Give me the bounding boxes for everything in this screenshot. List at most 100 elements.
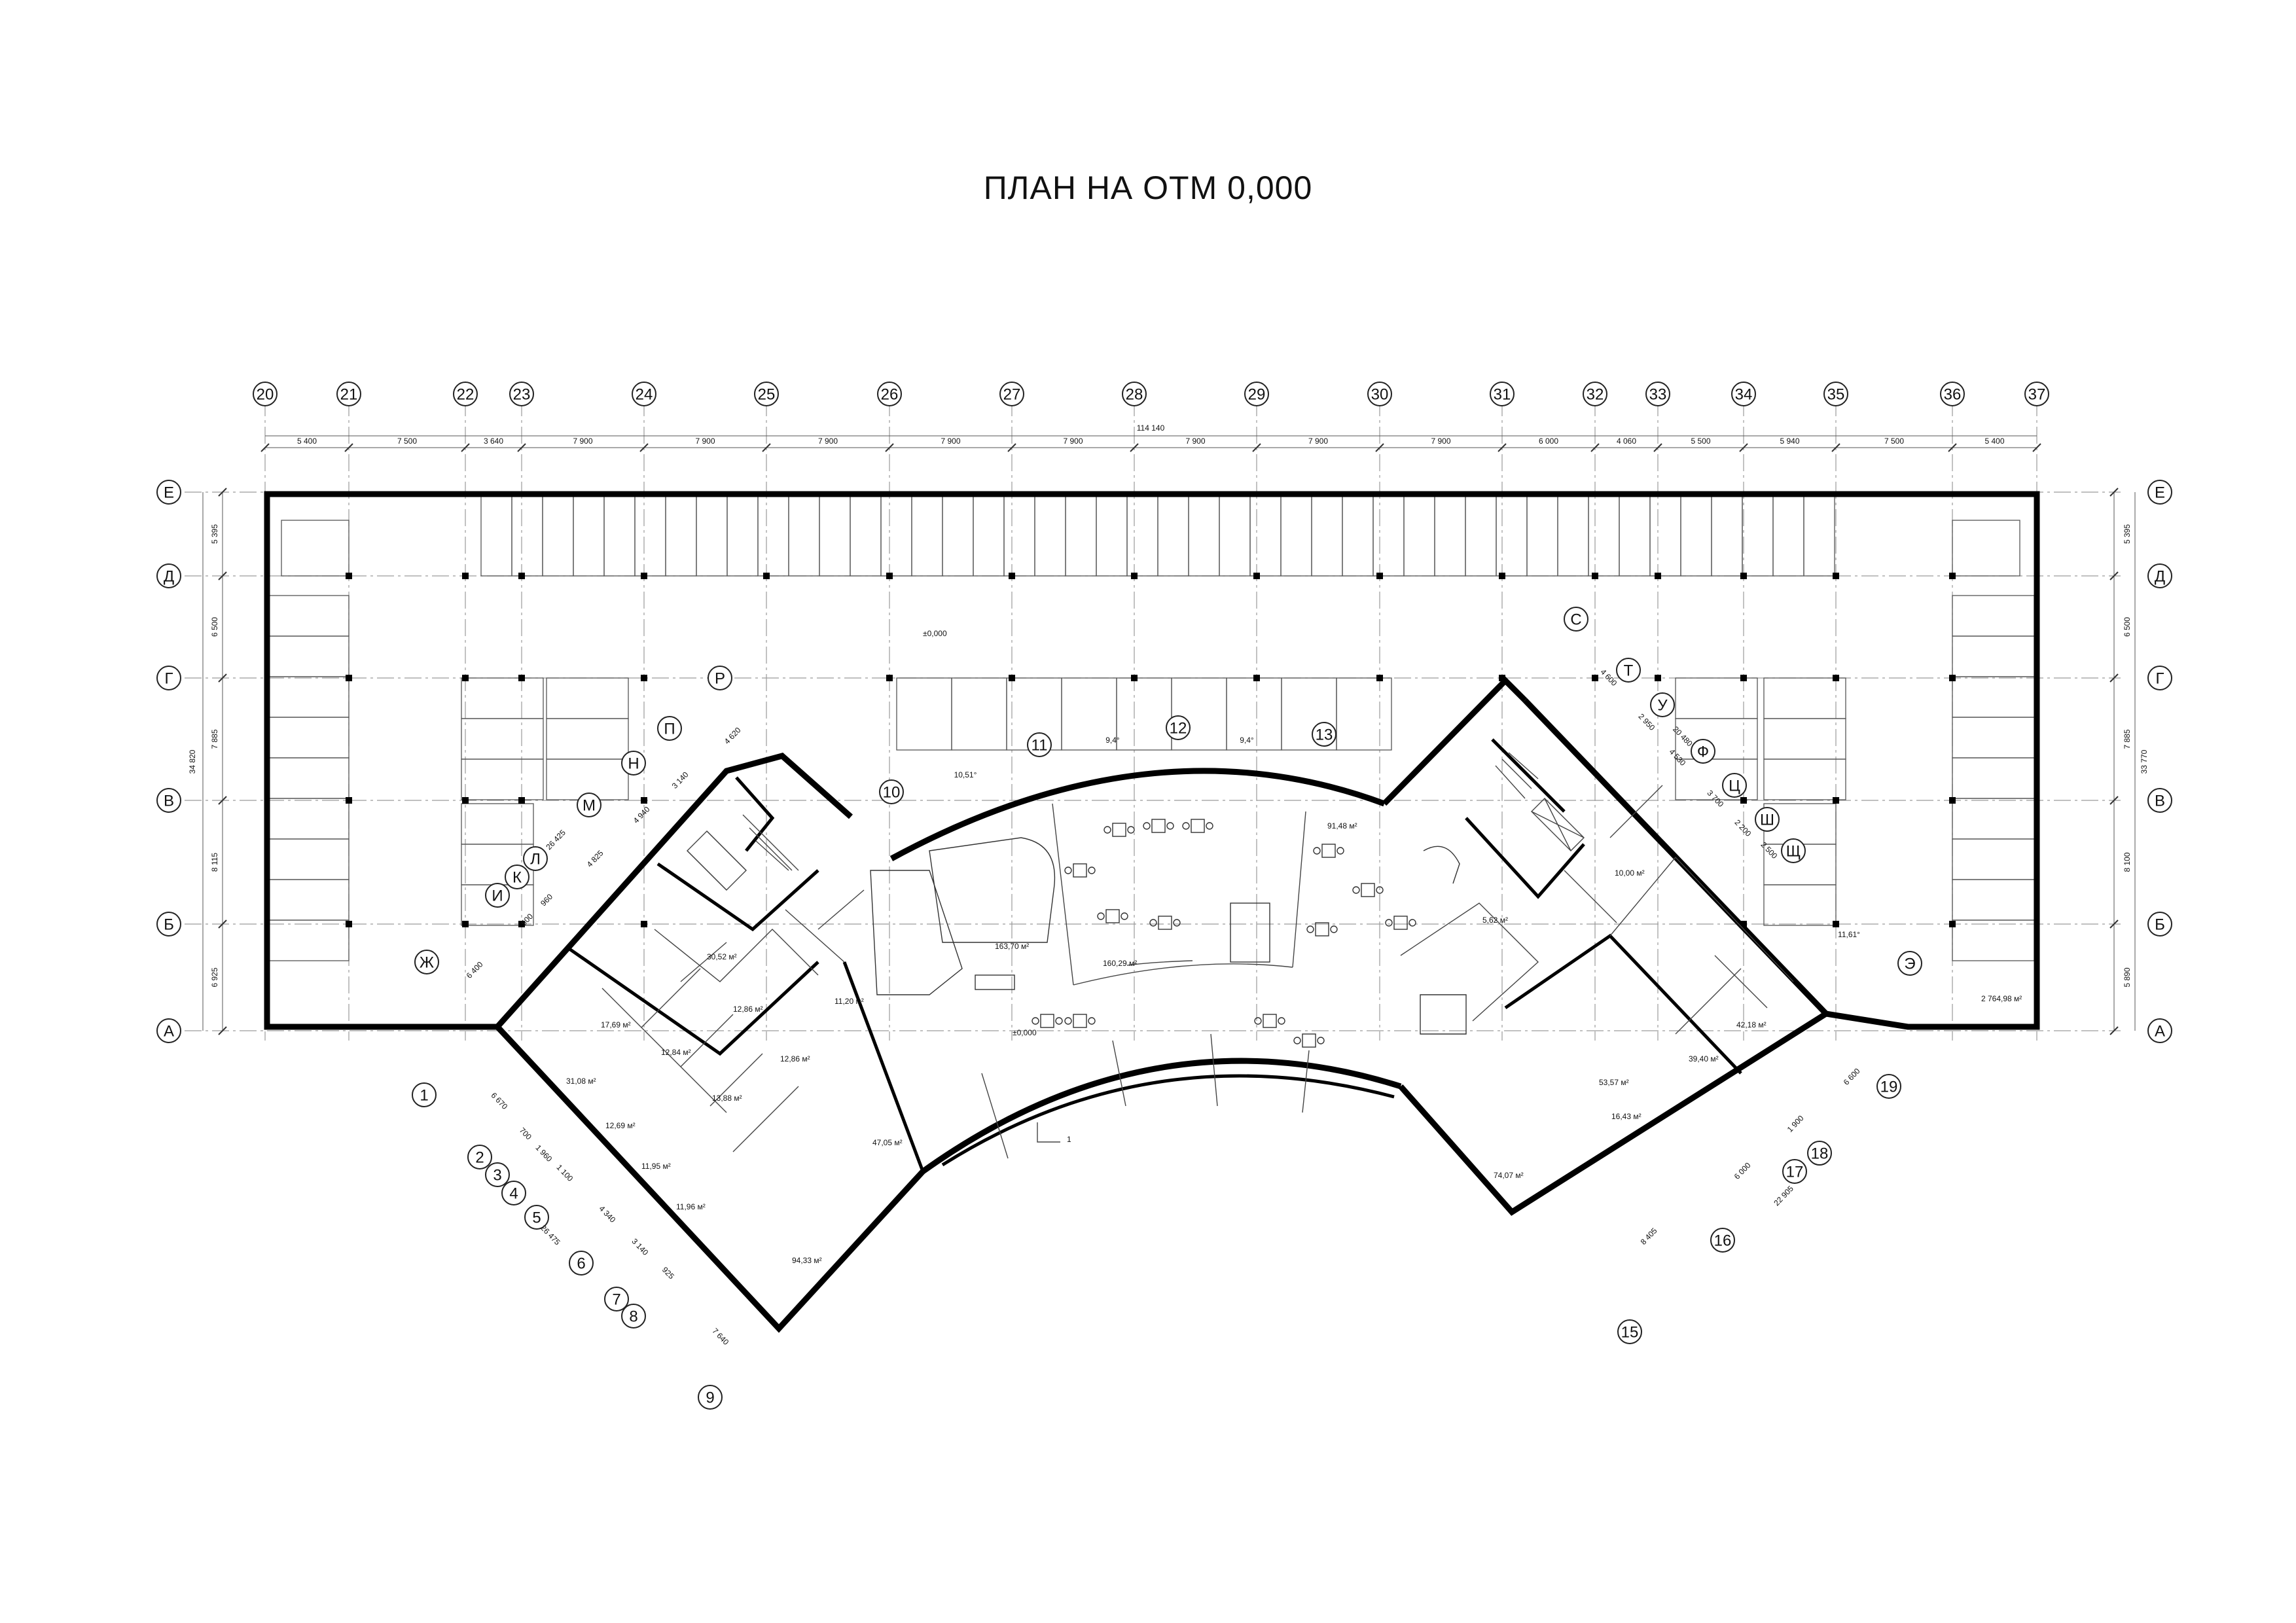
room-11-20: 11,20 м² <box>834 997 864 1006</box>
svg-text:15: 15 <box>1621 1324 1639 1342</box>
left-wing-dim-1: 3 140 <box>670 770 691 791</box>
bottom-right-dim-0: 8 405 <box>1639 1226 1659 1247</box>
svg-text:32: 32 <box>1587 386 1604 404</box>
room-94: 94,33 м² <box>792 1256 822 1265</box>
section-mark: 1 <box>1067 1135 1071 1144</box>
svg-text:27: 27 <box>1003 386 1021 404</box>
left-dim-2: 7 885 <box>210 729 219 749</box>
svg-text:6: 6 <box>577 1255 585 1273</box>
svg-text:17: 17 <box>1786 1164 1804 1181</box>
svg-text:35: 35 <box>1827 386 1845 404</box>
bottom-left-dim-3: 1 100 <box>554 1163 575 1184</box>
wing-axis-right-С: С <box>1564 607 1588 632</box>
room-12-86b: 12,86 м² <box>780 1054 810 1063</box>
row-axis-left-Г: Г <box>156 666 181 690</box>
top-dim-3: 7 900 <box>573 437 592 446</box>
svg-text:12: 12 <box>1170 720 1187 738</box>
row-axis-right-Д: Д <box>2147 563 2172 588</box>
axis-bubble-34: 34 <box>1731 382 1756 406</box>
room-30: 30,52 м² <box>707 952 737 961</box>
arc-angle-2: 9,4° <box>1240 736 1254 745</box>
row-axis-right-Б: Б <box>2147 912 2172 936</box>
left-dim-3: 8 115 <box>210 853 219 872</box>
right-wing-dim-0: 4 600 <box>1598 668 1619 688</box>
axis-bubble-25: 25 <box>754 382 779 406</box>
left-wing-dim-total: 26 425 <box>544 828 567 851</box>
row-axis-left-А: А <box>156 1018 181 1043</box>
arc-angle-0: 10,51° <box>954 770 977 779</box>
row-axis-right-Е: Е <box>2147 480 2172 505</box>
wing-axis-bottom-3: 3 <box>485 1162 510 1187</box>
room-53: 53,57 м² <box>1599 1078 1629 1087</box>
axis-bubble-28: 28 <box>1122 382 1147 406</box>
overall-length: 114 140 <box>1137 423 1165 433</box>
level-mark-parking: ±0,000 <box>923 629 947 638</box>
svg-text:Д: Д <box>164 568 174 586</box>
bottom-right-dim-3: 6 600 <box>1842 1066 1862 1087</box>
right-dim-3: 8 100 <box>2123 852 2132 872</box>
room-11-96: 11,96 м² <box>676 1202 706 1211</box>
right-wing-dim-1: 2 950 <box>1636 712 1657 733</box>
svg-text:22: 22 <box>457 386 475 404</box>
svg-text:7: 7 <box>612 1291 620 1309</box>
svg-text:23: 23 <box>513 386 531 404</box>
wing-axis-left-Р: Р <box>708 666 732 690</box>
room-labels: 163,70 м² 160,29 м² 91,48 м² 30,52 м² 11… <box>566 629 2022 1265</box>
svg-text:1: 1 <box>420 1087 428 1105</box>
svg-text:24: 24 <box>636 386 653 404</box>
axis-bubble-23: 23 <box>509 382 534 406</box>
svg-text:16: 16 <box>1714 1232 1732 1250</box>
wing-axis-right-У: У <box>1650 692 1675 717</box>
wing-axis-bottom-4: 4 <box>501 1181 526 1205</box>
top-dim-16: 5 400 <box>1984 437 2004 446</box>
left-wing-dim-0: 4 620 <box>723 725 743 746</box>
room-12-84: 12,84 м² <box>661 1048 691 1057</box>
svg-text:Э: Э <box>1904 955 1915 973</box>
svg-text:Б: Б <box>164 916 174 934</box>
svg-text:М: М <box>583 797 596 815</box>
svg-text:3: 3 <box>493 1167 501 1185</box>
right-wing-dim-3: 3 700 <box>1705 789 1725 810</box>
bottom-left-dim-4: 4 340 <box>597 1204 617 1225</box>
right-wing-dim-5: 2 500 <box>1759 840 1779 861</box>
svg-text:К: К <box>512 869 522 887</box>
interior-walls <box>568 738 1794 1172</box>
wing-axis-left-К: К <box>505 865 529 889</box>
svg-text:У: У <box>1657 697 1668 715</box>
furniture <box>870 819 1467 1048</box>
svg-text:Р: Р <box>715 670 725 688</box>
bottom-left-dim-0: 6 670 <box>489 1091 509 1112</box>
top-dim-0: 5 400 <box>297 437 317 446</box>
room-91: 91,48 м² <box>1327 821 1357 830</box>
svg-text:И: И <box>492 887 503 905</box>
room-10: 10,00 м² <box>1615 868 1645 878</box>
svg-text:4: 4 <box>509 1185 518 1203</box>
top-dim-14: 5 940 <box>1780 437 1799 446</box>
top-dim-9: 7 900 <box>1308 437 1328 446</box>
top-dim-8: 7 900 <box>1185 437 1205 446</box>
svg-text:Ф: Ф <box>1697 743 1709 761</box>
top-dim-13: 5 500 <box>1691 437 1710 446</box>
wing-axis-bottom-right-16: 16 <box>1710 1228 1735 1253</box>
top-dim-12: 4 060 <box>1617 437 1636 446</box>
wing-axis-left-М: М <box>577 793 601 817</box>
svg-text:18: 18 <box>1811 1145 1829 1163</box>
outer-walls <box>264 491 2040 1333</box>
axis-bubble-35: 35 <box>1823 382 1848 406</box>
arc-angle-1: 9,4° <box>1105 736 1120 745</box>
svg-text:29: 29 <box>1248 386 1266 404</box>
svg-text:Ц: Ц <box>1729 777 1740 795</box>
wing-axis-right-Ц: Ц <box>1722 773 1747 798</box>
top-dim-5: 7 900 <box>818 437 838 446</box>
svg-text:26: 26 <box>881 386 899 404</box>
wing-axis-right-Ф: Ф <box>1691 739 1715 764</box>
svg-text:28: 28 <box>1126 386 1143 404</box>
svg-text:Ж: Ж <box>420 954 434 972</box>
left-wing-dim-2: 4 940 <box>632 804 652 825</box>
wing-axis-left-П: П <box>657 716 682 741</box>
left-dim-1: 6 500 <box>210 617 219 637</box>
columns <box>346 573 1956 927</box>
wing-axis-left-Ж: Ж <box>414 950 439 974</box>
